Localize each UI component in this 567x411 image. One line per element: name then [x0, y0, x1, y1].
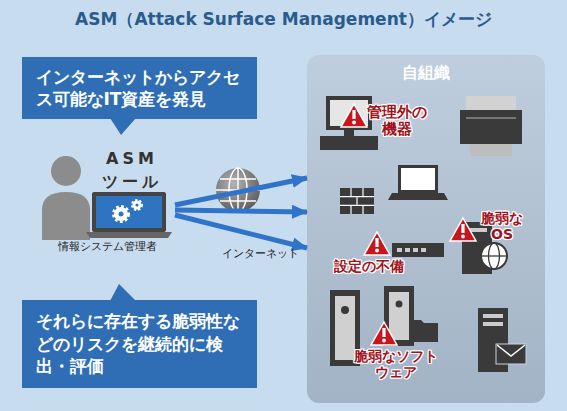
warning-icon	[382, 328, 385, 337]
switch-icon	[405, 248, 410, 252]
printer-icon	[466, 96, 516, 110]
desktop-pc-icon	[330, 100, 368, 126]
warning-label: 設定の不備	[334, 258, 404, 274]
warning-label: 脆弱なソフトウェア	[352, 348, 440, 380]
laptop-icon	[135, 203, 138, 206]
laptop-device-icon	[398, 165, 438, 193]
arrow-connector	[175, 215, 307, 248]
callout-box: それらに存在する脆弱性などのリスクを継続的に検出・評価	[22, 300, 257, 388]
switch-icon	[392, 243, 444, 257]
node-text: それらに存在する脆弱性などのリスクを継続的に検出・評価	[36, 310, 244, 379]
laptop-device-icon	[401, 168, 435, 190]
switch-icon	[392, 243, 444, 257]
warning-label: 脆弱なOS	[478, 210, 526, 242]
server-icon	[396, 301, 403, 308]
desktop-pc-icon	[344, 130, 354, 136]
warning-icon	[461, 224, 464, 233]
firewall-icon	[356, 197, 357, 206]
person-icon	[51, 156, 81, 186]
warning-icon	[364, 232, 390, 255]
warning-icon	[371, 322, 397, 345]
server-icon	[483, 314, 503, 318]
printer-icon	[460, 110, 522, 144]
callout-box: インターネットからアクセス可能なIT資産を発見	[22, 57, 257, 119]
warning-icon	[341, 104, 476, 345]
printer-icon	[466, 117, 516, 119]
firewall-icon	[340, 188, 374, 214]
web-server-icon	[481, 243, 507, 269]
person-icon	[42, 192, 90, 240]
firewall-icon	[340, 188, 374, 214]
warning-icon	[364, 232, 390, 255]
web-server-icon	[481, 255, 507, 256]
callout-pointer	[110, 284, 136, 301]
arrow-connector	[175, 210, 307, 212]
warning-icon	[382, 339, 386, 343]
server-icon	[496, 344, 526, 364]
switch-icon	[413, 248, 418, 252]
node-text: 自組織	[307, 63, 545, 84]
desktop-pc-icon	[320, 136, 378, 150]
warning-icon	[450, 218, 476, 241]
switch-icon	[397, 248, 402, 252]
printer-icon	[470, 144, 512, 156]
laptop-icon	[86, 192, 172, 238]
person-icon	[42, 156, 90, 240]
laptop-device-icon	[388, 193, 448, 200]
arrow-connector	[175, 178, 307, 205]
firewall-icon	[350, 188, 351, 197]
laptop-icon	[96, 196, 162, 228]
node-text: ASM ツール	[98, 147, 166, 193]
warning-icon	[371, 322, 397, 345]
firewall-icon	[362, 188, 363, 197]
firewall-icon	[350, 205, 351, 214]
warning-icon	[352, 110, 355, 119]
diagram-title: ASM（Attack Surface Management）イメージ	[0, 8, 567, 31]
warning-icon	[450, 218, 476, 241]
laptop-icon	[114, 207, 128, 221]
printer-icon	[460, 96, 522, 156]
server-icon	[412, 320, 438, 342]
node-text: インターネットからアクセス可能なIT資産を発見	[36, 66, 244, 110]
warning-icon	[461, 235, 465, 239]
warning-icon	[375, 249, 379, 253]
server-icon	[389, 292, 409, 340]
server-icon	[483, 322, 503, 326]
server-icon	[341, 306, 349, 314]
callout-pointer	[110, 118, 136, 135]
laptop-icon	[119, 212, 124, 217]
warning-icon	[352, 121, 356, 125]
laptop-icon	[86, 232, 172, 238]
laptop-device-icon	[388, 165, 448, 200]
warning-icon	[375, 238, 378, 247]
firewall-icon	[362, 205, 363, 214]
warning-icon	[341, 104, 367, 127]
network-label: インターネット	[222, 246, 299, 261]
node-text: 情報システム管理者	[40, 239, 175, 254]
laptop-icon	[92, 192, 166, 232]
warning-label: 管理外の機器	[366, 104, 428, 139]
warning-icon	[341, 104, 367, 127]
laptop-icon	[133, 201, 142, 210]
desktop-pc-icon	[326, 96, 372, 130]
web-server-icon	[481, 243, 507, 269]
server-icon	[497, 345, 525, 356]
server-icon	[335, 296, 355, 360]
switch-icon	[421, 248, 426, 252]
firewall-icon	[340, 188, 374, 214]
